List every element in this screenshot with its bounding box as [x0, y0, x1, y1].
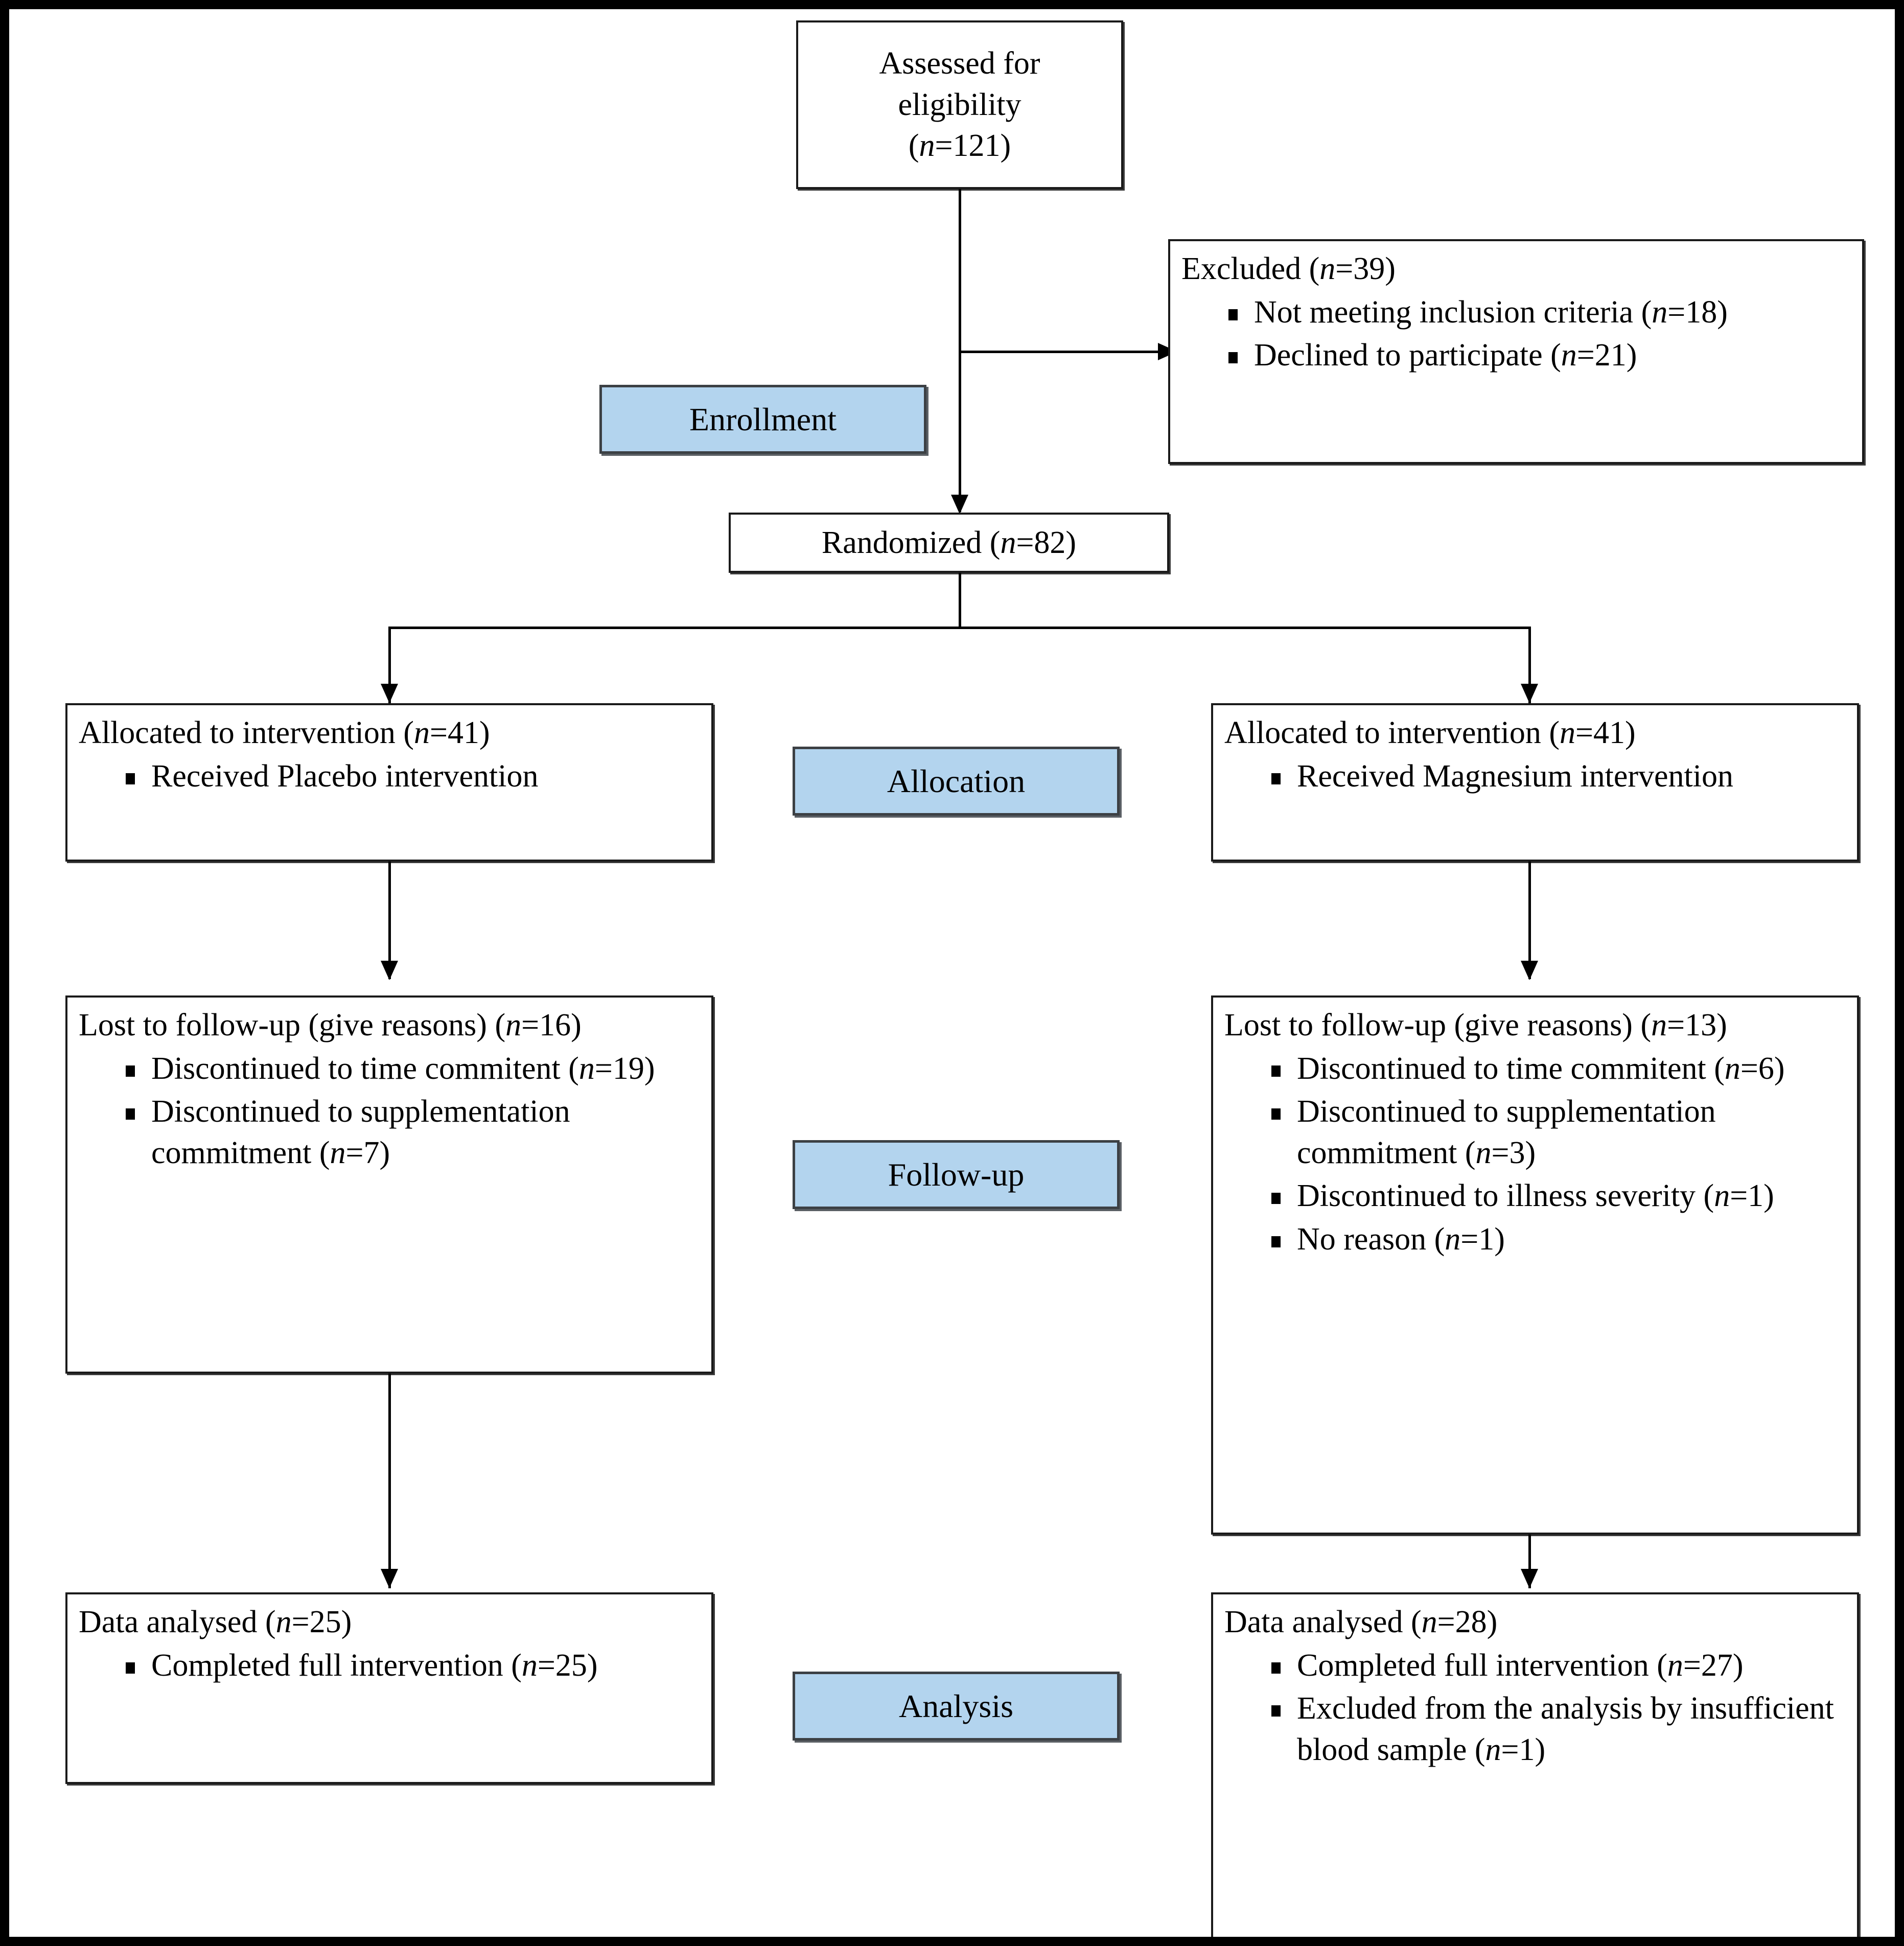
list-item: Completed full intervention (n=27)	[1268, 1645, 1846, 1686]
arrowhead-alloc-right	[1521, 684, 1538, 703]
connector-follow-right-to-analysis-right	[1528, 1535, 1531, 1588]
stage-label-analysis-text: Analysis	[899, 1687, 1013, 1724]
follow-right-bullet-list: Discontinued to time commitent (n=6) Dis…	[1224, 1048, 1846, 1260]
alloc-left-bullet-list: Received Placebo intervention	[79, 756, 700, 797]
stage-label-followup: Follow-up	[793, 1140, 1120, 1209]
stage-label-followup-text: Follow-up	[888, 1156, 1025, 1193]
list-item: Discontinued to supplementation commitme…	[123, 1091, 700, 1173]
analysis-left-head: Data analysed (n=25)	[79, 1605, 352, 1639]
connector-assessed-to-excluded	[959, 351, 1158, 353]
excluded-head: Excluded (n=39)	[1181, 251, 1396, 286]
arrowhead-randomized	[951, 495, 968, 514]
arrowhead-follow-left	[381, 961, 398, 980]
list-item: Discontinued to time commitent (n=19)	[123, 1048, 700, 1090]
list-item: Completed full intervention (n=25)	[123, 1645, 700, 1686]
follow-left-bullet-list: Discontinued to time commitent (n=19) Di…	[79, 1048, 700, 1174]
node-assessed-for-eligibility: Assessed for eligibility (n=121)	[796, 20, 1123, 189]
list-item: Declined to participate (n=21)	[1225, 335, 1851, 376]
list-item: Received Placebo intervention	[123, 756, 700, 797]
connector-randomized-stem	[959, 573, 961, 629]
connector-alloc-right-to-follow-right	[1528, 862, 1531, 979]
analysis-left-bullet-list: Completed full intervention (n=25)	[79, 1645, 700, 1686]
assessed-head-line1: Assessed for	[879, 46, 1040, 81]
node-allocated-left: Allocated to intervention (n=41) Receive…	[65, 703, 713, 862]
analysis-right-head: Data analysed (n=28)	[1224, 1605, 1498, 1639]
node-allocated-right: Allocated to intervention (n=41) Receive…	[1211, 703, 1859, 862]
list-item: Received Magnesium intervention	[1268, 756, 1846, 797]
excluded-bullet-list: Not meeting inclusion criteria (n=18) De…	[1181, 292, 1851, 376]
node-excluded: Excluded (n=39) Not meeting inclusion cr…	[1168, 239, 1864, 464]
arrowhead-analysis-left	[381, 1569, 398, 1588]
node-randomized: Randomized (n=82)	[729, 513, 1169, 573]
arrowhead-follow-right	[1521, 961, 1538, 980]
follow-left-head: Lost to follow-up (give reasons) (n=16)	[79, 1008, 582, 1042]
connector-randomized-split	[388, 627, 1530, 629]
node-lost-to-followup-left: Lost to follow-up (give reasons) (n=16) …	[65, 995, 713, 1374]
list-item: Excluded from the analysis by insufficie…	[1268, 1688, 1846, 1770]
list-item: Discontinued to time commitent (n=6)	[1268, 1048, 1846, 1090]
stage-label-enrollment: Enrollment	[599, 385, 926, 454]
connector-follow-left-to-analysis-left	[388, 1374, 391, 1588]
connector-randomized-left-drop	[388, 627, 391, 703]
arrowhead-analysis-right	[1521, 1569, 1538, 1588]
stage-label-allocation-text: Allocation	[887, 762, 1026, 799]
alloc-right-head: Allocated to intervention (n=41)	[1224, 715, 1636, 750]
node-data-analysed-left: Data analysed (n=25) Completed full inte…	[65, 1592, 713, 1784]
node-data-analysed-right: Data analysed (n=28) Completed full inte…	[1211, 1592, 1859, 1937]
analysis-right-bullet-list: Completed full intervention (n=27) Exclu…	[1224, 1645, 1846, 1771]
alloc-left-head: Allocated to intervention (n=41)	[79, 715, 490, 750]
list-item: Not meeting inclusion criteria (n=18)	[1225, 292, 1851, 333]
stage-label-allocation: Allocation	[793, 747, 1120, 816]
assessed-head-line3: (n=121)	[908, 128, 1011, 164]
assessed-head-line2: eligibility	[898, 87, 1021, 122]
arrowhead-alloc-left	[381, 684, 398, 703]
randomized-head: Randomized (n=82)	[821, 525, 1077, 560]
follow-right-head: Lost to follow-up (give reasons) (n=13)	[1224, 1008, 1727, 1042]
alloc-right-bullet-list: Received Magnesium intervention	[1224, 756, 1846, 797]
connector-randomized-right-drop	[1528, 627, 1531, 703]
stage-label-analysis: Analysis	[793, 1672, 1120, 1741]
list-item: Discontinued to illness severity (n=1)	[1268, 1175, 1846, 1217]
node-lost-to-followup-right: Lost to follow-up (give reasons) (n=13) …	[1211, 995, 1859, 1535]
list-item: No reason (n=1)	[1268, 1219, 1846, 1260]
stage-label-enrollment-text: Enrollment	[689, 401, 837, 437]
list-item: Discontinued to supplementation commitme…	[1268, 1091, 1846, 1173]
connector-alloc-left-to-follow-left	[388, 862, 391, 979]
